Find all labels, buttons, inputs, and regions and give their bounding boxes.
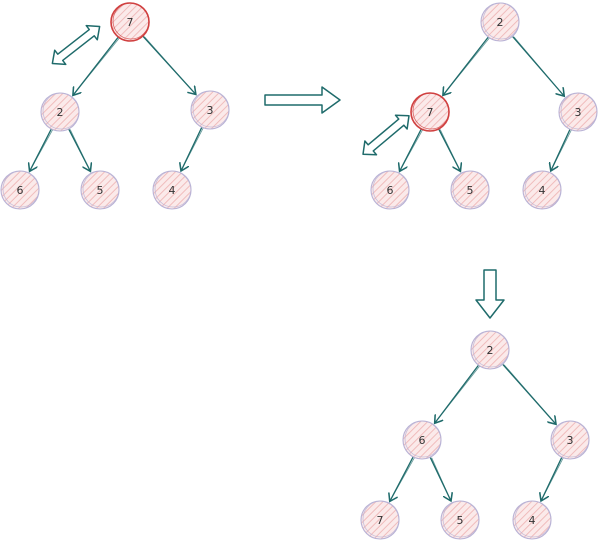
tree-edge (503, 364, 557, 425)
down-arrow-icon (475, 269, 505, 319)
tree-edge (180, 127, 204, 172)
tree-node: 7 (110, 2, 150, 42)
tree-edge (540, 457, 564, 502)
tree-node: 5 (450, 170, 490, 210)
tree-node: 6 (0, 170, 40, 210)
node-label: 5 (457, 514, 464, 527)
tree-edge (439, 129, 461, 172)
swap-arrow-icon (362, 114, 410, 156)
tree-edge (434, 365, 481, 424)
tree-node: 5 (440, 500, 480, 540)
node-label: 7 (377, 514, 384, 527)
tree-node: 3 (558, 92, 598, 132)
node-label: 4 (529, 514, 536, 527)
tree-edge (442, 37, 491, 96)
node-label: 2 (57, 106, 64, 119)
tree-node: 2 (40, 92, 80, 132)
node-label: 5 (97, 184, 104, 197)
tree-node: 5 (80, 170, 120, 210)
tree-node: 4 (512, 500, 552, 540)
node-label: 7 (427, 106, 434, 119)
tree-edge (399, 129, 424, 172)
node-label: 3 (575, 106, 582, 119)
node-label: 3 (207, 104, 214, 117)
right-arrow-icon (264, 86, 341, 114)
tree-edge (143, 36, 197, 95)
tree-edge (550, 129, 572, 172)
tree-node: 6 (370, 170, 410, 210)
tree-edge (389, 457, 416, 502)
tree-node: 2 (470, 330, 510, 370)
tree-edge (513, 36, 565, 97)
tree-edge (29, 129, 54, 172)
node-label: 6 (17, 184, 24, 197)
node-label: 3 (567, 434, 574, 447)
swap-arrow-icon (51, 24, 101, 66)
stage-2-tree: 2 7 3 6 5 4 (370, 2, 598, 210)
node-label: 5 (467, 184, 474, 197)
tree-node: 3 (190, 90, 230, 130)
tree-node: 3 (550, 420, 590, 460)
tree-node: 7 (360, 500, 400, 540)
stage-1-tree: 7 2 3 6 5 4 (0, 2, 230, 210)
tree-edge (72, 37, 121, 96)
node-label: 2 (487, 344, 494, 357)
stage-3-tree: 2 6 3 7 5 4 (360, 330, 590, 540)
tree-edge (69, 129, 91, 172)
tree-node: 4 (522, 170, 562, 210)
node-label: 2 (497, 16, 504, 29)
node-label: 6 (419, 434, 426, 447)
node-label: 4 (539, 184, 546, 197)
node-label: 6 (387, 184, 394, 197)
node-label: 7 (127, 16, 134, 29)
node-label: 4 (169, 184, 176, 197)
tree-edge (431, 457, 452, 502)
tree-node: 2 (480, 2, 520, 42)
tree-node: 4 (152, 170, 192, 210)
tree-node: 7 (410, 92, 450, 132)
tree-node: 6 (402, 420, 442, 460)
